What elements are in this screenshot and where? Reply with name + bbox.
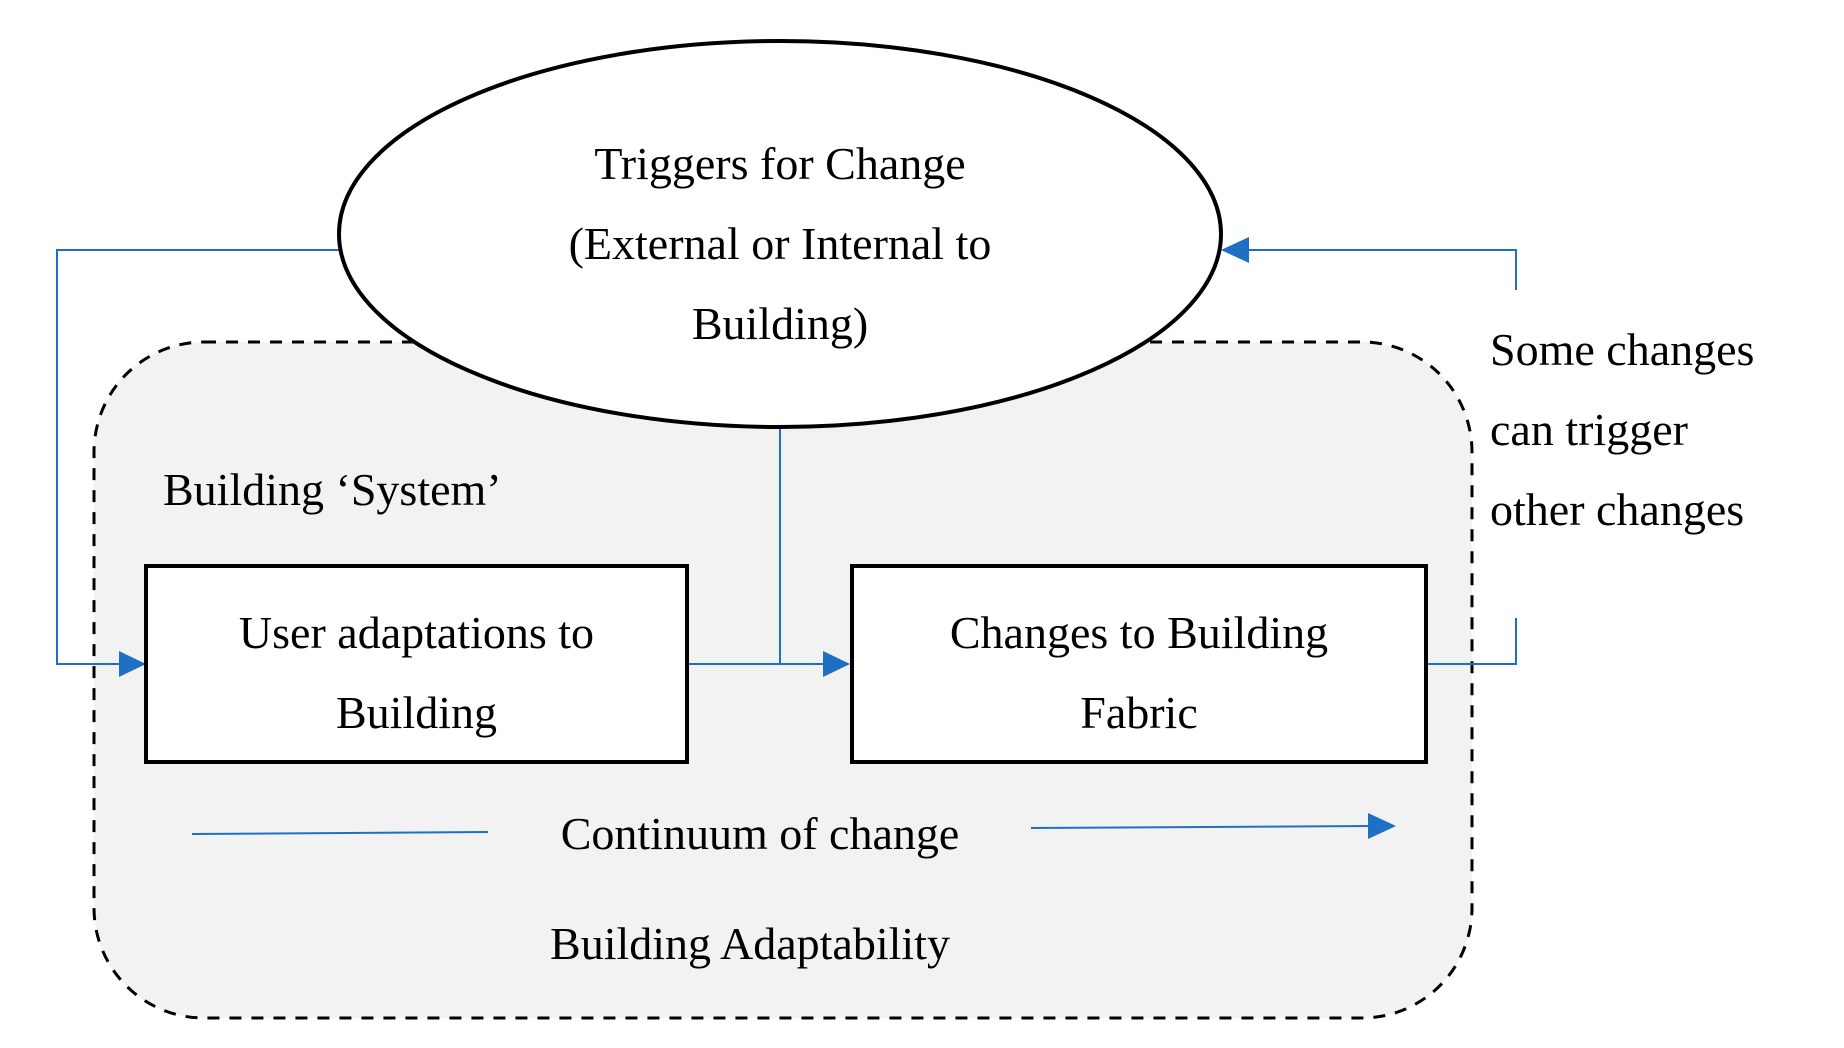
building-fabric-line1: Changes to Building: [949, 607, 1329, 658]
connector-trigger-to-user: [56, 249, 340, 665]
system-label-text: Building ‘System’: [163, 464, 502, 515]
feedback-note: Some changes can trigger other changes: [1490, 310, 1754, 550]
system-label: Building ‘System’: [163, 450, 502, 530]
arrowhead-user-box: [119, 651, 146, 677]
building-fabric-label: Changes to Building Fabric: [852, 593, 1426, 753]
feedback-line-upper: [1244, 249, 1517, 290]
trigger-ellipse: [337, 39, 1223, 429]
feedback-note-line3: other changes: [1490, 484, 1745, 535]
user-adaptations-box: [144, 564, 689, 764]
continuum-line-right: [1030, 825, 1373, 829]
trigger-label-line1: Triggers for Change: [594, 138, 966, 189]
feedback-note-line2: can trigger: [1490, 404, 1688, 455]
building-fabric-line2: Fabric: [1080, 687, 1198, 738]
boundary-label: Building Adaptability: [460, 904, 1040, 984]
continuum-label-text: Continuum of change: [560, 808, 960, 859]
arrowhead-fabric-box: [823, 651, 850, 677]
user-adaptations-line1: User adaptations to: [238, 607, 595, 658]
continuum-line-left: [191, 831, 489, 835]
arrowhead-trigger-ellipse: [1221, 237, 1249, 263]
trigger-label-line3: Building): [691, 298, 869, 349]
building-fabric-box: [850, 564, 1428, 764]
trigger-label-line2: (External or Internal to: [568, 218, 992, 269]
feedback-line-lower: [1428, 618, 1517, 665]
continuum-label: Continuum of change: [500, 794, 1020, 874]
feedback-note-line1: Some changes: [1490, 324, 1755, 375]
boundary-label-text: Building Adaptability: [550, 918, 950, 969]
arrowhead-continuum: [1368, 813, 1396, 839]
trigger-label: Triggers for Change (External or Interna…: [470, 124, 1090, 364]
user-adaptations-label: User adaptations to Building: [146, 593, 687, 753]
user-adaptations-line2: Building: [335, 687, 498, 738]
